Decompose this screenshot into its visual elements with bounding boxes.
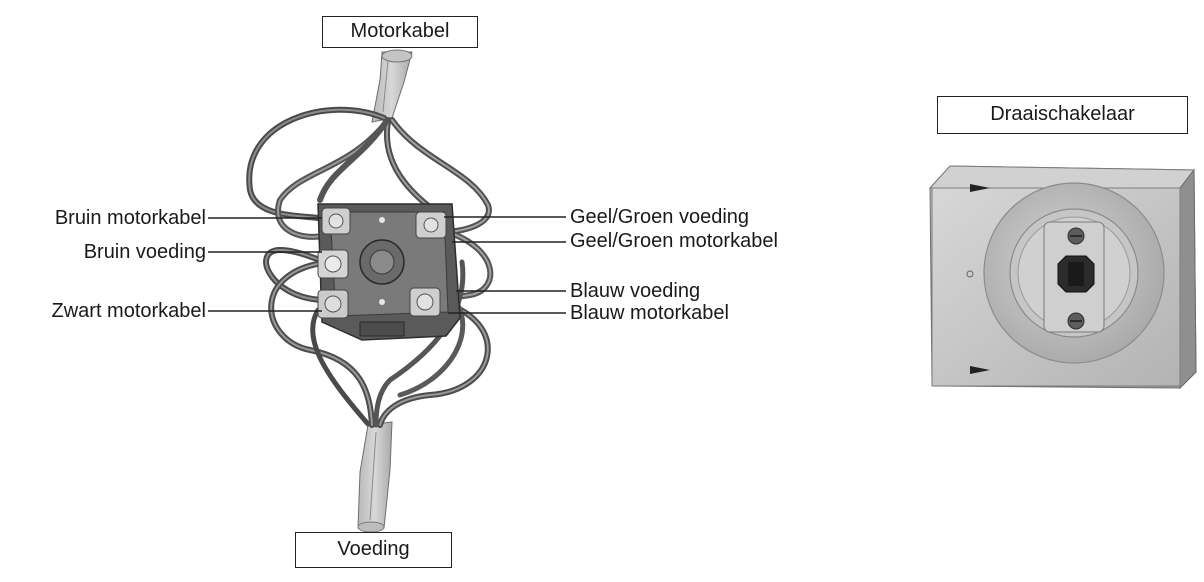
callout-brown-motor-cable: Bruin motorkabel (54, 207, 206, 229)
callout-yellow-green-motor-cable: Geel/Groen motorkabel (570, 230, 778, 252)
top-arrow-icon (970, 184, 990, 192)
terminal-screw (317, 249, 349, 279)
terminal-screw (415, 211, 447, 239)
terminal-screw (317, 289, 349, 319)
terminal-screw (321, 207, 351, 235)
supply-cable-sheath (357, 421, 393, 533)
callout-brown-supply: Bruin voeding (83, 241, 206, 263)
callout-blue-supply: Blauw voeding (570, 280, 701, 302)
callout-yellow-green-supply: Geel/Groen voeding (570, 206, 750, 228)
leader-lines (208, 216, 566, 314)
terminal-screw (409, 287, 441, 317)
rotary-switch-label: Draaischakelaar (937, 96, 1188, 134)
power-supply-label: Voeding (295, 532, 452, 568)
callout-blue-motor-cable: Blauw motorkabel (570, 302, 729, 324)
switch-terminal-block (317, 203, 461, 341)
callout-black-motor-cable: Zwart motorkabel (51, 300, 207, 322)
rotary-switch-image (928, 165, 1197, 390)
bottom-arrow-icon (970, 366, 990, 374)
motor-cable-label: Motorkabel (322, 16, 478, 48)
motor-cable-sheath (371, 49, 413, 123)
